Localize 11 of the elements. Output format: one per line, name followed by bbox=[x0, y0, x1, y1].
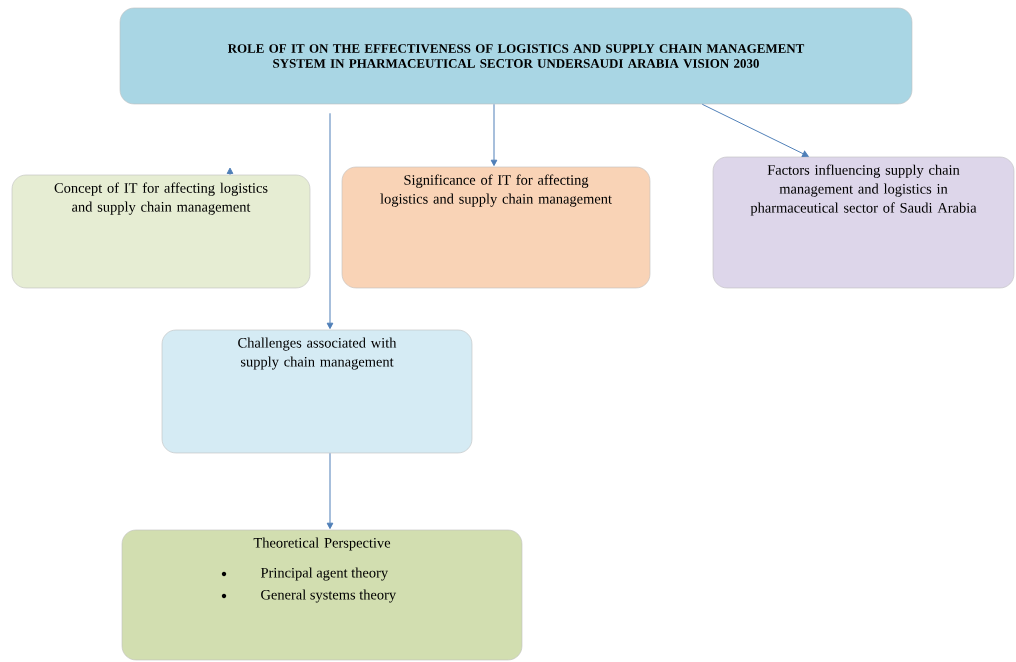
process-box: Challenges associated with supply chain management bbox=[161, 329, 473, 454]
arrow bbox=[490, 103, 498, 167]
arrow bbox=[701, 103, 809, 157]
process-box: Factors influencing supply chain management and logistics in pharmaceutical sector of Saudi Arabia bbox=[712, 156, 1015, 289]
arrow bbox=[326, 112, 334, 330]
arrow bbox=[226, 167, 234, 176]
process-box: Theoretical Perspective Principal agent theory General systems theory bbox=[121, 529, 523, 661]
process-box: Concept of IT for affecting logistics and supply chain management bbox=[11, 174, 311, 289]
process-box: ROLE OF IT ON THE EFFECTIVENESS OF LOGISTICS AND SUPPLY CHAIN MANAGEMENT SYSTEM IN PHARMACEUTICAL SECTOR UNDERSAUDI ARABIA VISION 2030 bbox=[119, 7, 913, 105]
process-box: Significance of IT for affecting logistics and supply chain management bbox=[341, 166, 651, 289]
arrow bbox=[326, 452, 334, 530]
